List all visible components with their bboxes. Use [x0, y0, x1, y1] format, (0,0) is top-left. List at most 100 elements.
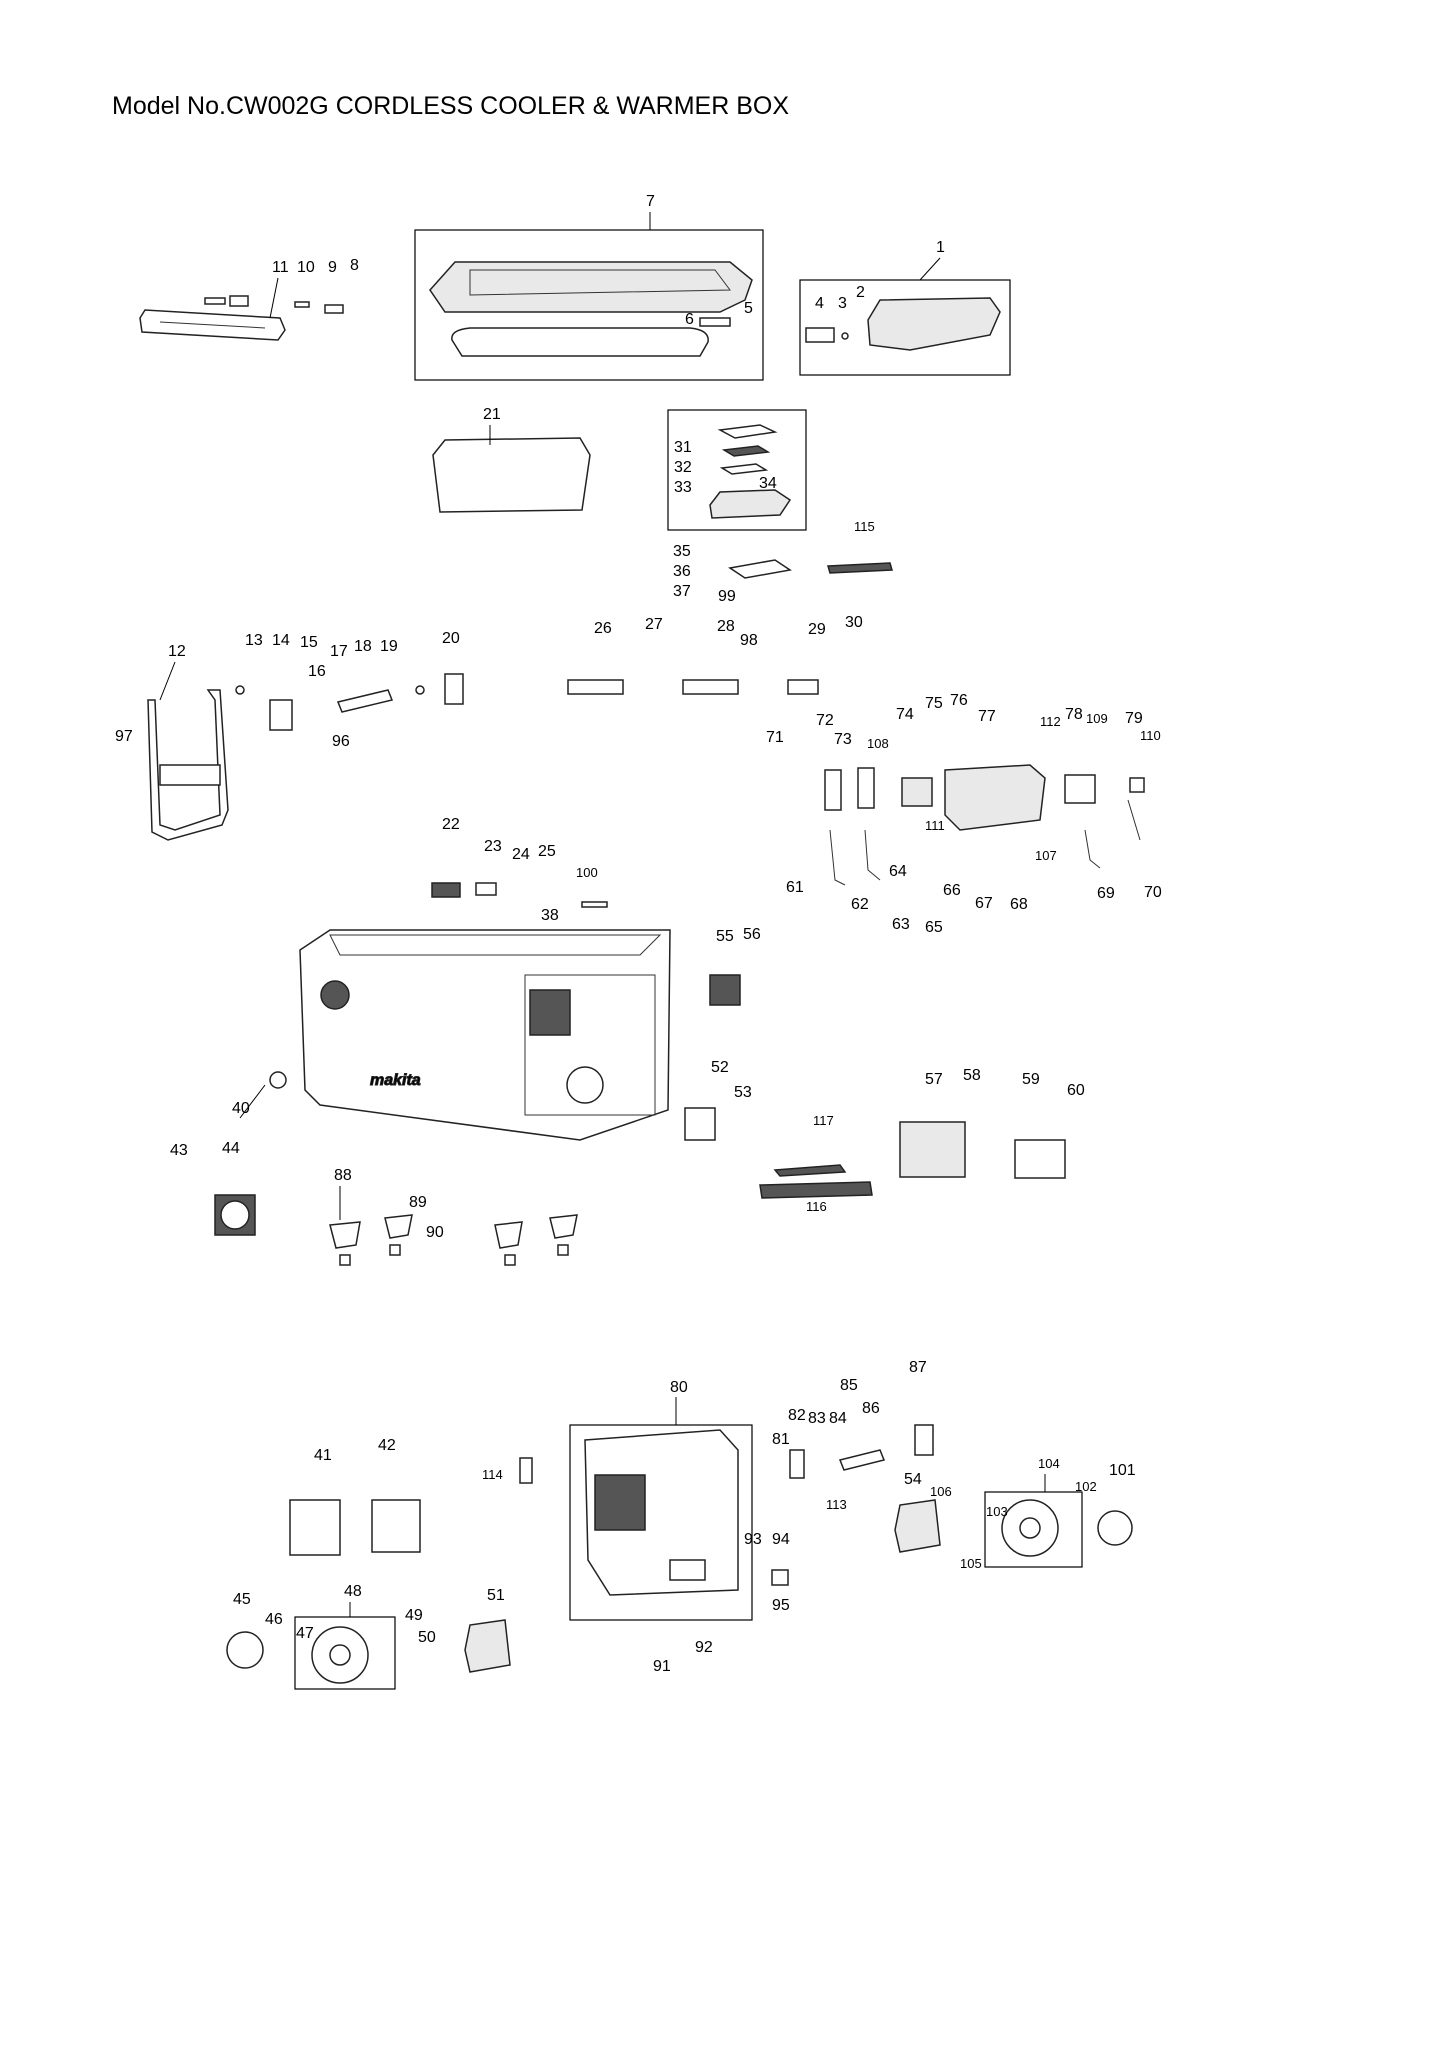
part-label-22: 22	[442, 816, 460, 833]
part-label-107: 107	[1035, 848, 1057, 863]
screw-part	[415, 685, 425, 695]
part-number-labels: 7 1 2 3 4 5 6 8 9 10 11 12 13 14 15 16 1…	[115, 193, 1162, 1675]
fan-part	[709, 974, 741, 1006]
leader-line	[269, 277, 279, 319]
part-label-45: 45	[233, 1591, 251, 1608]
part-label-88: 88	[334, 1167, 352, 1184]
lid-part	[429, 261, 753, 313]
part-label-81: 81	[772, 1431, 790, 1448]
carry-handle-grip	[159, 764, 221, 786]
main-body-group: makita	[299, 929, 671, 1141]
part-label-13: 13	[245, 632, 263, 649]
duct-cover-part	[894, 1499, 941, 1553]
part-label-58: 58	[963, 1067, 981, 1084]
part-label-109: 109	[1086, 711, 1108, 726]
foot-pad-part	[504, 1254, 516, 1266]
part-label-40: 40	[232, 1100, 250, 1117]
part-label-65: 65	[925, 919, 943, 936]
part-label-80: 80	[670, 1379, 688, 1396]
terminal-part	[857, 767, 875, 809]
part-label-90: 90	[426, 1224, 444, 1241]
part-label-23: 23	[484, 838, 502, 855]
clip-part	[229, 295, 249, 307]
impeller-part	[1097, 1510, 1133, 1546]
duct-cover-part	[464, 1619, 511, 1673]
part-label-44: 44	[222, 1140, 240, 1157]
knob-part	[269, 1071, 287, 1089]
latch-part	[789, 1449, 805, 1479]
impeller-part	[226, 1631, 264, 1669]
part-label-96: 96	[332, 733, 350, 750]
part-label-7: 7	[646, 193, 655, 210]
spring-part	[581, 901, 608, 908]
part-label-115: 115	[854, 519, 875, 534]
part-label-74: 74	[896, 706, 914, 723]
part-label-110: 110	[1140, 728, 1161, 743]
shaft-part	[838, 1449, 886, 1471]
part-label-16: 16	[308, 663, 326, 680]
internal-cooling-unit	[524, 974, 656, 1116]
part-label-24: 24	[512, 846, 530, 863]
leader-line	[239, 1084, 266, 1119]
sensor-part	[519, 1457, 533, 1484]
control-cover-group	[799, 279, 1011, 376]
part-label-53: 53	[734, 1084, 752, 1101]
hinge-bracket-part	[269, 699, 293, 731]
part-label-92: 92	[695, 1639, 713, 1656]
part-label-61: 61	[786, 879, 804, 896]
switch-part	[805, 327, 835, 343]
harness-part	[759, 1181, 873, 1199]
part-label-108: 108	[867, 736, 889, 751]
part-label-49: 49	[405, 1607, 423, 1624]
compressor-part	[566, 1066, 604, 1104]
part-label-112: 112	[1040, 714, 1061, 729]
part-label-93: 93	[744, 1531, 762, 1548]
leader-line	[159, 661, 176, 701]
part-label-86: 86	[862, 1400, 880, 1417]
foot-pad-part	[389, 1244, 401, 1256]
lid-assembly-group	[414, 229, 764, 381]
part-label-17: 17	[330, 643, 348, 660]
hinge-parts-group	[235, 673, 464, 731]
part-label-116: 116	[806, 1199, 827, 1214]
part-label-28: 28	[717, 618, 735, 635]
part-label-64: 64	[889, 863, 907, 880]
cable-part	[773, 1164, 847, 1177]
motor-assembly-group	[226, 1491, 1133, 1690]
battery-mount-part	[1064, 774, 1096, 804]
part-label-34: 34	[759, 475, 777, 492]
lid-gasket-part	[451, 327, 709, 357]
part-label-83: 83	[808, 1410, 826, 1427]
part-label-33: 33	[674, 479, 692, 496]
body-opening	[329, 934, 662, 956]
battery-housing-part	[944, 764, 1046, 831]
part-label-10: 10	[297, 259, 315, 276]
control-cover-part	[867, 297, 1001, 351]
part-label-60: 60	[1067, 1082, 1085, 1099]
carry-handle-group	[147, 689, 229, 841]
side-handle-group	[139, 295, 344, 341]
foot-part	[384, 1214, 413, 1239]
part-label-66: 66	[943, 882, 961, 899]
part-label-8: 8	[350, 257, 359, 274]
display-gasket-part	[719, 463, 769, 475]
vent-grille	[594, 1474, 646, 1531]
part-label-29: 29	[808, 621, 826, 638]
screw-part	[841, 332, 849, 340]
part-label-25: 25	[538, 843, 556, 860]
part-label-21: 21	[483, 406, 501, 423]
foot-part	[549, 1214, 578, 1239]
part-label-18: 18	[354, 638, 372, 655]
wire-part	[829, 829, 846, 886]
part-label-38: 38	[541, 907, 559, 924]
part-label-95: 95	[772, 1597, 790, 1614]
part-label-99: 99	[718, 588, 736, 605]
part-label-67: 67	[975, 895, 993, 912]
heat-sink	[529, 989, 571, 1036]
part-label-72: 72	[816, 712, 834, 729]
latch-set-group	[771, 1424, 934, 1586]
pin-part	[294, 301, 310, 308]
side-panel-group	[289, 1424, 753, 1621]
socket-part	[684, 1107, 716, 1141]
